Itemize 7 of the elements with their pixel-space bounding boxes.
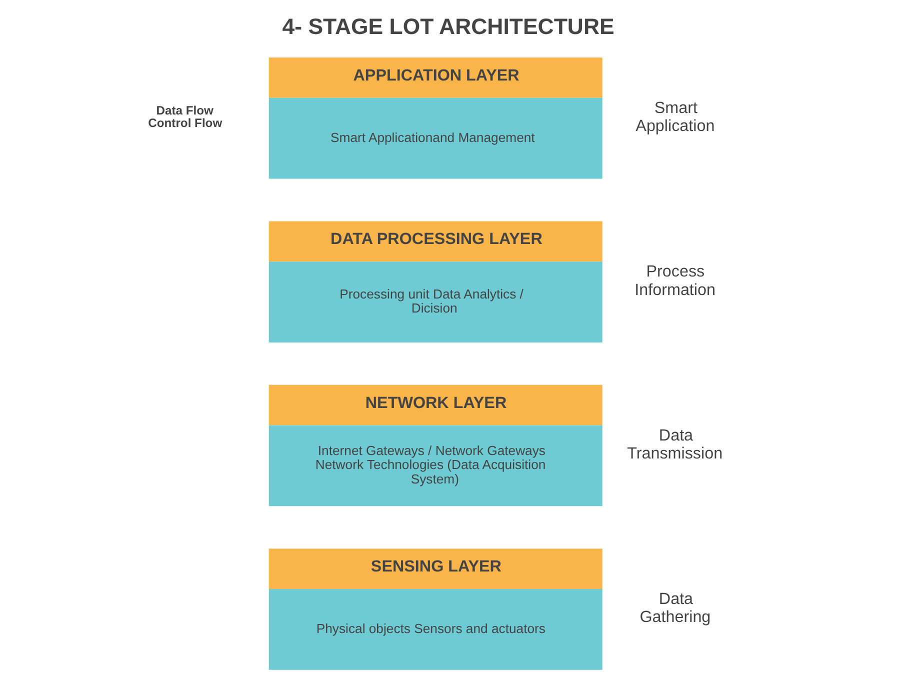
node-label: Process Information <box>634 262 715 298</box>
label: Control Flow <box>148 115 222 130</box>
node-label: Data Gathering <box>639 589 710 626</box>
diagram-title: 4- STAGE LOT ARCHITECTURE <box>282 13 614 38</box>
node-label: Data Transmission <box>626 426 722 462</box>
label: Data Flow <box>156 103 213 118</box>
node-label: Smart Application <box>635 98 714 135</box>
